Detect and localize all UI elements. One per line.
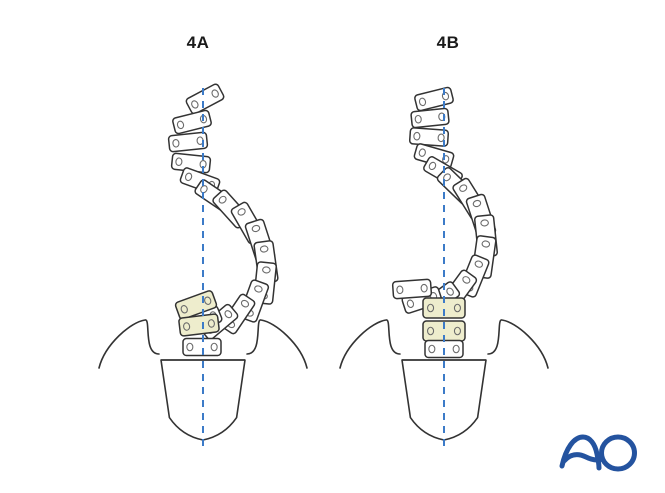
pedicle-left-icon <box>172 138 180 148</box>
ilium-right <box>246 319 308 369</box>
vertebral-body <box>167 131 209 153</box>
vertebral-body <box>178 313 220 337</box>
pedicle-left-icon <box>418 97 427 107</box>
vertebra <box>422 320 466 342</box>
pedicle-left-icon <box>218 195 227 204</box>
vertebra <box>410 107 450 129</box>
pedicle-left-icon <box>413 131 421 141</box>
ao-logo-mark <box>559 434 637 472</box>
pedicle-left-icon <box>427 303 435 313</box>
pedicle-left-icon <box>428 161 437 171</box>
pedicle-left-icon <box>200 185 208 194</box>
vertebra <box>178 313 220 337</box>
pedicle-left-icon <box>474 260 483 268</box>
pedicle-left-icon <box>481 240 491 248</box>
ilium-right <box>487 319 549 369</box>
pedicle-left-icon <box>428 344 436 354</box>
vertebra <box>391 278 433 300</box>
ilium-left <box>339 319 401 369</box>
panel-label-4a: 4A <box>186 33 210 52</box>
pedicle-left-icon <box>254 285 263 293</box>
pedicle-left-icon <box>251 224 261 233</box>
vertebra <box>167 131 209 153</box>
pedicle-left-icon <box>427 326 435 336</box>
pedicle-left-icon <box>420 283 428 293</box>
pedicle-right-icon <box>406 299 415 308</box>
pedicle-left-icon <box>472 199 482 208</box>
pedicle-left-icon <box>480 219 489 227</box>
pedicle-left-icon <box>418 148 426 157</box>
pedicle-right-icon <box>453 303 461 313</box>
pedicle-left-icon <box>240 299 250 308</box>
vertebral-body <box>391 278 433 300</box>
vertebra <box>185 83 225 115</box>
logo-letter-o <box>599 434 637 472</box>
ilium-left <box>98 319 160 369</box>
pedicle-left-icon <box>224 310 233 319</box>
pedicle-left-icon <box>186 342 194 352</box>
pedicle-left-icon <box>446 287 454 296</box>
vertebra <box>174 290 218 320</box>
pedicle-right-icon <box>210 342 218 352</box>
pedicle-left-icon <box>191 100 199 109</box>
pedicle-right-icon <box>396 285 404 295</box>
vertebra <box>414 86 454 112</box>
vertebra <box>170 152 212 174</box>
pedicle-left-icon <box>259 245 269 253</box>
pedicle-left-icon <box>262 266 271 274</box>
panel-4a-illustration <box>98 83 308 450</box>
pedicle-right-icon <box>211 89 219 98</box>
vertebral-body <box>174 290 218 320</box>
pedicle-right-icon <box>207 319 215 328</box>
vertebra <box>422 297 466 319</box>
vertebral-body <box>185 83 225 115</box>
pedicle-left-icon <box>175 157 183 167</box>
vertebral-body <box>408 127 450 147</box>
pedicle-left-icon <box>184 172 193 182</box>
ao-logo <box>559 434 637 472</box>
pedicle-right-icon <box>452 344 460 354</box>
vertebra <box>408 127 450 147</box>
pedicle-left-icon <box>414 114 422 124</box>
pedicle-right-icon <box>204 296 212 305</box>
pedicle-left-icon <box>462 276 471 284</box>
pedicle-left-icon <box>176 120 185 130</box>
pedicle-right-icon <box>453 326 461 336</box>
logo-letter-a-bar <box>561 452 605 464</box>
pedicle-left-icon <box>183 322 191 331</box>
pedicle-right-icon <box>437 133 445 143</box>
panel-label-4b: 4B <box>436 33 460 52</box>
panel-4b-illustration <box>339 86 549 450</box>
pedicle-left-icon <box>237 208 246 216</box>
pedicle-left-icon <box>180 305 188 314</box>
vertebra <box>172 109 212 135</box>
pedicle-left-icon <box>459 184 468 192</box>
logo-letter-a-arc <box>559 434 602 471</box>
